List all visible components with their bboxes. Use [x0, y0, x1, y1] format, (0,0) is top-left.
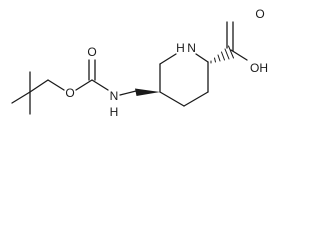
bond-c3-c4 — [183, 91, 209, 107]
bond-tbu-methyl-right — [29, 79, 49, 93]
label-ester-oxygen: O — [65, 86, 74, 100]
bond-c4-c5 — [159, 91, 185, 107]
label-amide-nitrogen: N — [110, 89, 119, 103]
piperidine-ring — [159, 53, 209, 107]
carboxylic-acid-group — [226, 21, 248, 61]
chemical-structure-diagram: O O N H H N O OH — [11, 7, 268, 119]
boc-carbamate — [47, 59, 137, 96]
tert-butyl-group — [11, 71, 49, 115]
stereo-hashed-wedge-c2 — [210, 45, 234, 64]
hash-4 — [221, 51, 225, 61]
label-amide-hydrogen: H — [110, 105, 119, 119]
bond-carbonyl-to-amide-nitrogen — [91, 79, 109, 91]
stereo-wedge-c5 — [135, 88, 160, 96]
label-acid-hydroxyl: OH — [250, 61, 268, 75]
bond-tbu-methyl-left — [11, 91, 31, 104]
bond-c6-n1 — [159, 53, 177, 65]
bond-amide-nitrogen-to-ring-c5 — [119, 90, 137, 96]
bond-tbu-to-ester-oxygen — [47, 79, 65, 91]
label-ring-nitrogen: H N — [176, 41, 196, 55]
label-carbamate-carbonyl-oxygen: O — [87, 45, 96, 59]
hash-3 — [217, 54, 221, 62]
hash-2 — [214, 57, 216, 63]
bond-acid-carbon-to-hydroxyl — [230, 49, 248, 61]
hash-5 — [224, 48, 230, 60]
bond-ester-oxygen-to-carbonyl — [75, 79, 93, 91]
label-acid-carbonyl-oxygen: O — [255, 7, 264, 21]
hash-6 — [228, 45, 234, 59]
bond-n1-c2 — [195, 53, 209, 63]
